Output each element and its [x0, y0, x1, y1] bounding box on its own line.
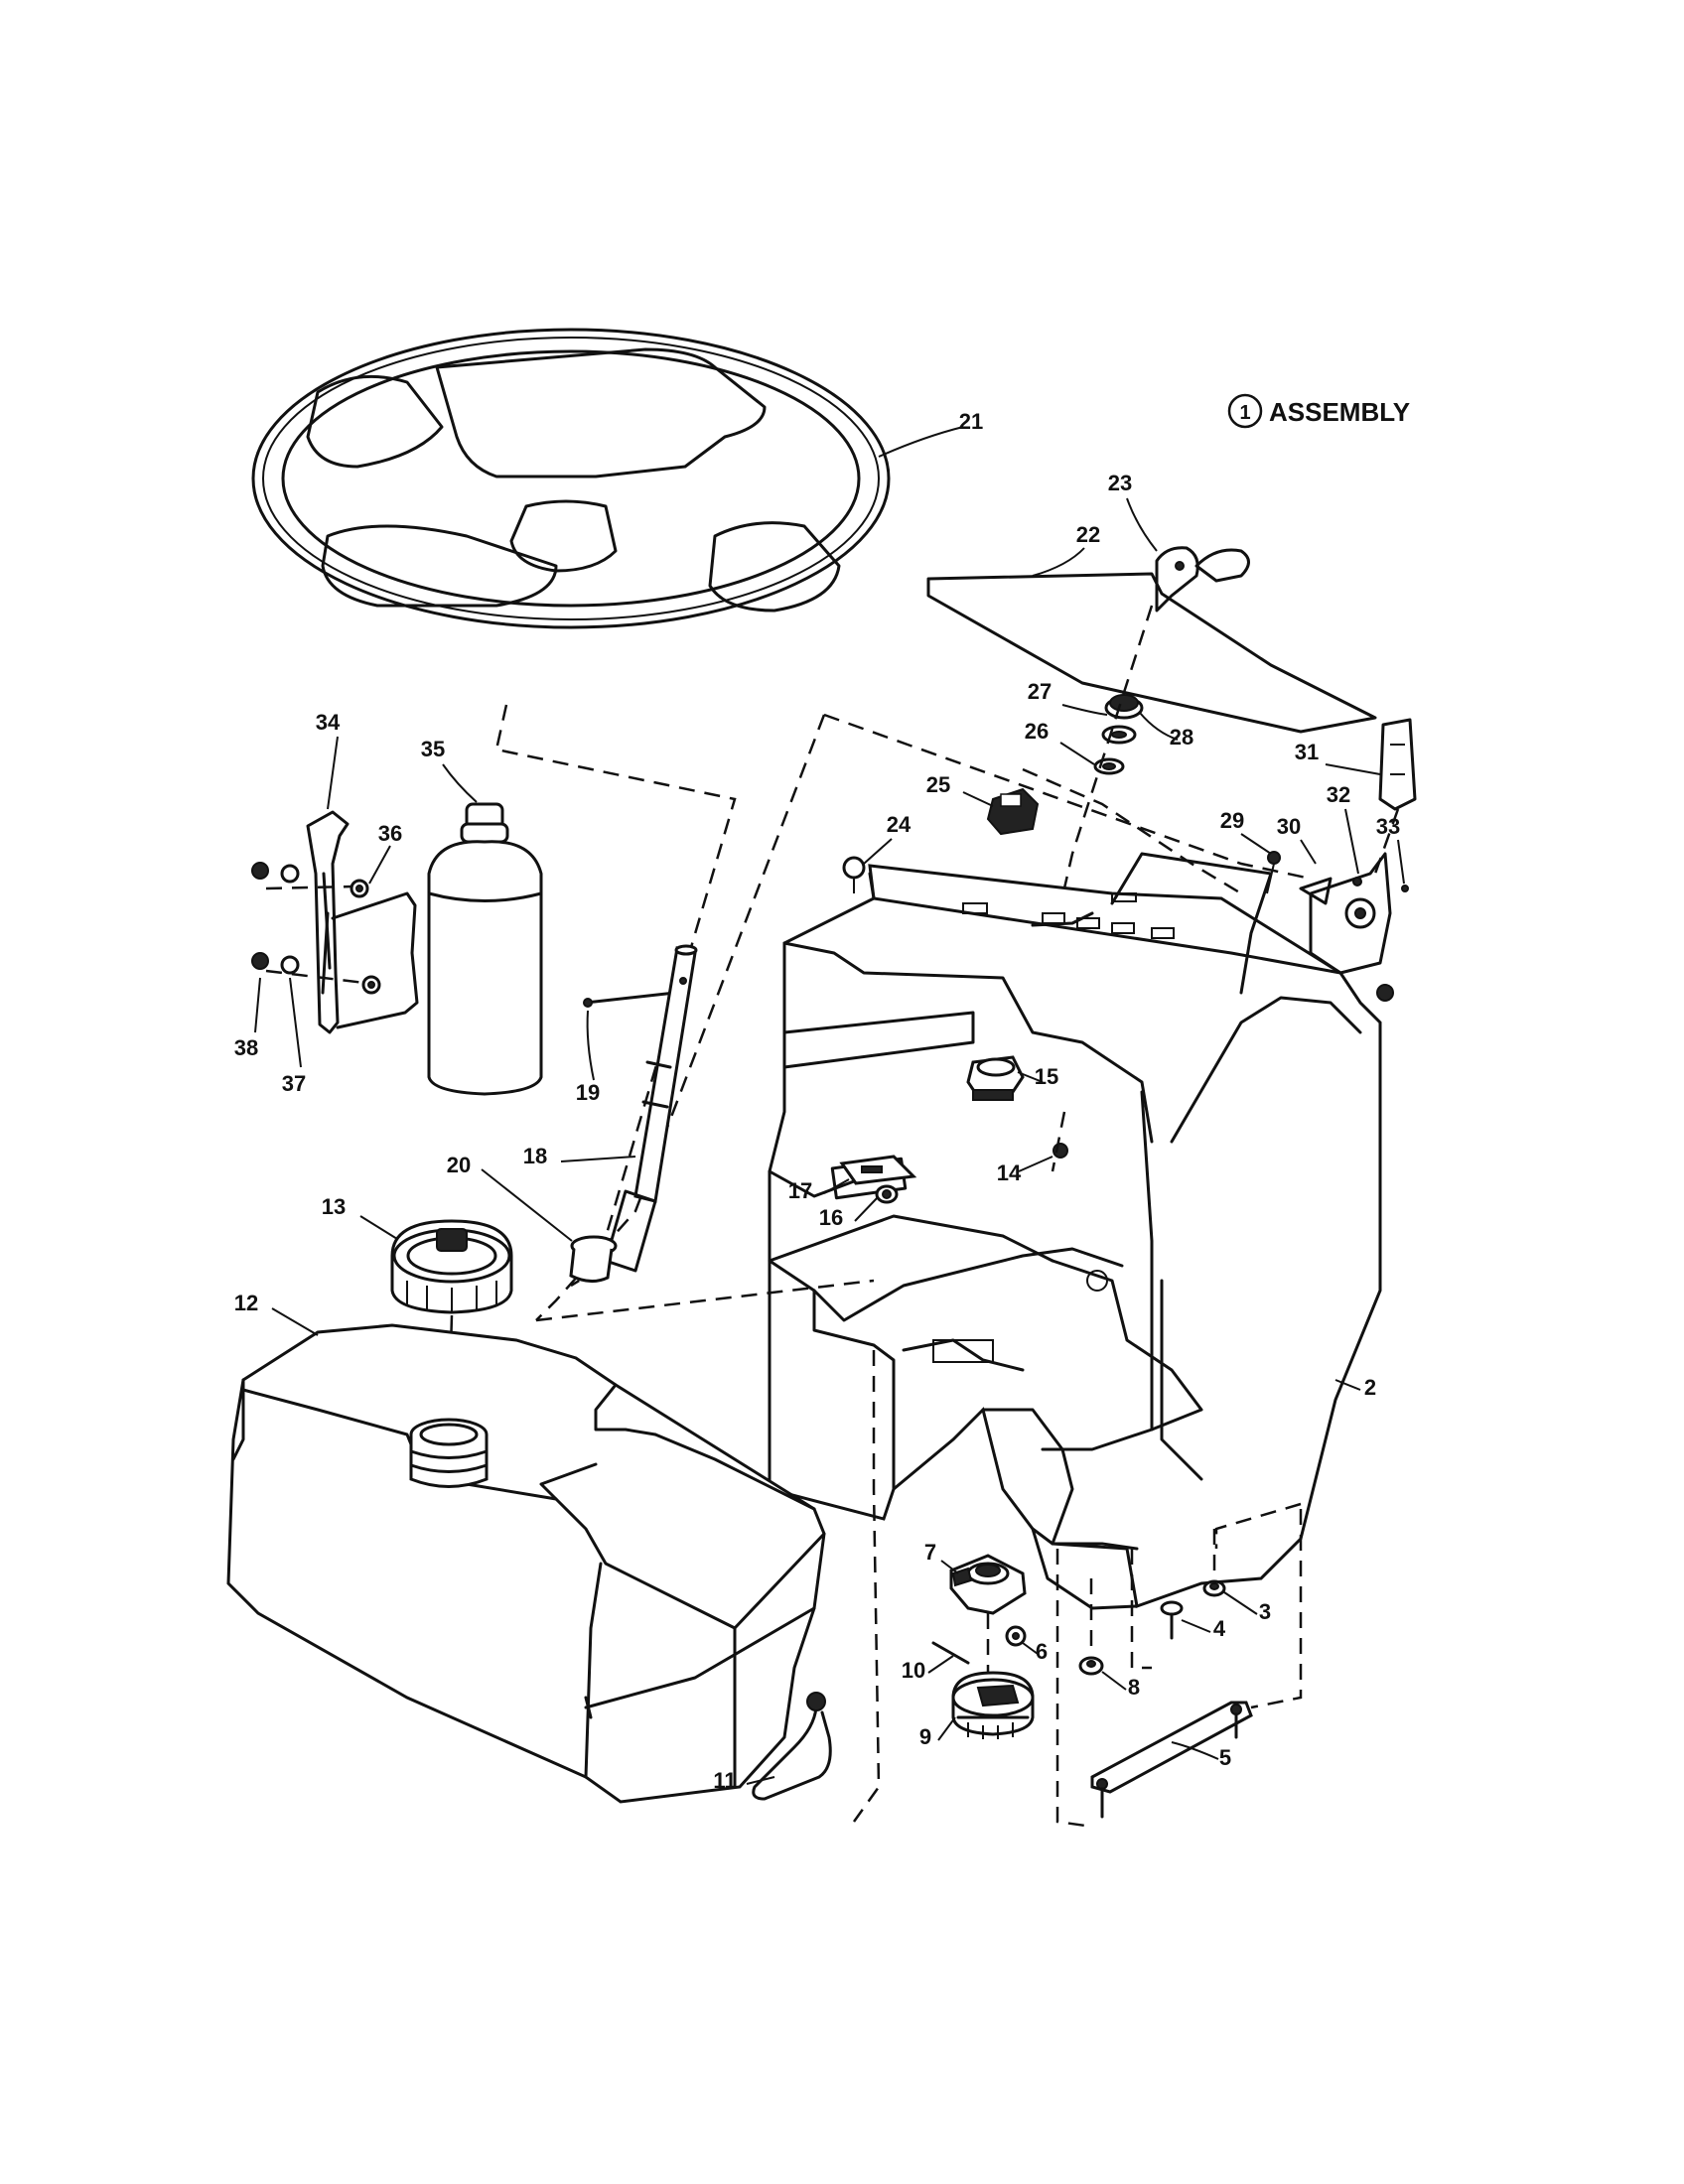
wheel-to-shaft-line — [494, 704, 737, 1288]
callout-22: 22 — [1076, 522, 1100, 547]
callout-2: 2 — [1364, 1375, 1376, 1400]
nut-14 — [1051, 1111, 1068, 1172]
grommet-16 — [875, 1184, 899, 1204]
steering-shaft — [604, 944, 698, 1273]
callout-18: 18 — [523, 1144, 547, 1168]
bracket-frame-mid — [1130, 1549, 1152, 1670]
ignition-key — [1155, 546, 1250, 613]
callout-21: 21 — [959, 409, 983, 434]
water-bottle — [427, 802, 543, 1096]
callout-31: 31 — [1295, 740, 1319, 764]
callout-7: 7 — [924, 1540, 936, 1565]
fuel-cap — [390, 1219, 513, 1314]
pin-10 — [931, 1641, 970, 1665]
callout-24: 24 — [887, 812, 912, 837]
callout-6: 6 — [1036, 1639, 1048, 1664]
callout-10: 10 — [902, 1658, 925, 1683]
leader-lines — [254, 426, 1405, 1785]
lever-axis-line — [1373, 808, 1400, 875]
assembly-circle-icon — [1227, 393, 1263, 429]
callout-4: 4 — [1213, 1616, 1226, 1641]
bushing-20 — [569, 1235, 618, 1283]
connector-9 — [951, 1671, 1035, 1739]
console-outline-dashed — [823, 713, 1312, 881]
nut-washer-stack — [1093, 694, 1144, 775]
callout-5: 5 — [1219, 1745, 1231, 1770]
callout-12: 12 — [234, 1291, 258, 1315]
bottle-holder-bracket — [251, 810, 419, 1034]
callout-26: 26 — [1025, 719, 1049, 744]
assembly-title-text: ASSEMBLY — [1269, 397, 1410, 427]
assembly-circle-number: 1 — [1239, 402, 1250, 424]
bracket-frame-top — [1214, 1502, 1302, 1549]
callout-9: 9 — [919, 1724, 931, 1749]
assembly-title: 1 ASSEMBLY — [1227, 393, 1410, 429]
callout-16: 16 — [819, 1205, 843, 1230]
callout-37: 37 — [282, 1071, 306, 1096]
tank-console-line — [852, 1350, 881, 1823]
fuel-line-11 — [752, 1692, 832, 1801]
callout-23: 23 — [1108, 471, 1132, 495]
dash-console-housing — [768, 852, 1382, 1610]
callout-38: 38 — [234, 1035, 258, 1060]
callout-14: 14 — [997, 1160, 1022, 1185]
callout-19: 19 — [576, 1080, 600, 1105]
bracket-frame-right — [1250, 1509, 1303, 1709]
ignition-switch — [966, 1055, 1025, 1101]
callout-20: 20 — [447, 1153, 471, 1177]
panel-plate-17 — [839, 1155, 917, 1185]
callout-25: 25 — [926, 772, 950, 797]
steering-wheel — [251, 328, 891, 629]
callout-30: 30 — [1277, 814, 1301, 839]
callout-36: 36 — [378, 821, 402, 846]
bolt-4 — [1160, 1600, 1184, 1640]
callout-34: 34 — [316, 710, 341, 735]
callout-28: 28 — [1170, 725, 1193, 750]
switch-axis-line — [1022, 767, 1242, 895]
mounting-bracket-5 — [1090, 1701, 1253, 1819]
callout-3: 3 — [1259, 1599, 1271, 1624]
callout-27: 27 — [1028, 679, 1052, 704]
callout-13: 13 — [322, 1194, 346, 1219]
pin-19 — [583, 991, 677, 1008]
callout-17: 17 — [788, 1178, 812, 1203]
screw-24 — [842, 856, 866, 893]
switch-housing-7 — [949, 1554, 1027, 1615]
callout-8: 8 — [1128, 1675, 1140, 1700]
callout-15: 15 — [1035, 1064, 1058, 1089]
callout-29: 29 — [1220, 808, 1244, 833]
callout-33: 33 — [1376, 814, 1400, 839]
fuel-tank — [226, 1323, 826, 1804]
callout-32: 32 — [1327, 782, 1350, 807]
nut-3 — [1202, 1529, 1226, 1597]
callout-35: 35 — [421, 737, 445, 761]
bracket-frame-left — [1055, 1549, 1093, 1829]
callout-11: 11 — [713, 1768, 736, 1793]
rocker-switch — [986, 787, 1040, 836]
nut-8 — [1078, 1578, 1104, 1676]
nut-6 — [1005, 1625, 1027, 1647]
dash-panel-plate — [926, 572, 1377, 734]
